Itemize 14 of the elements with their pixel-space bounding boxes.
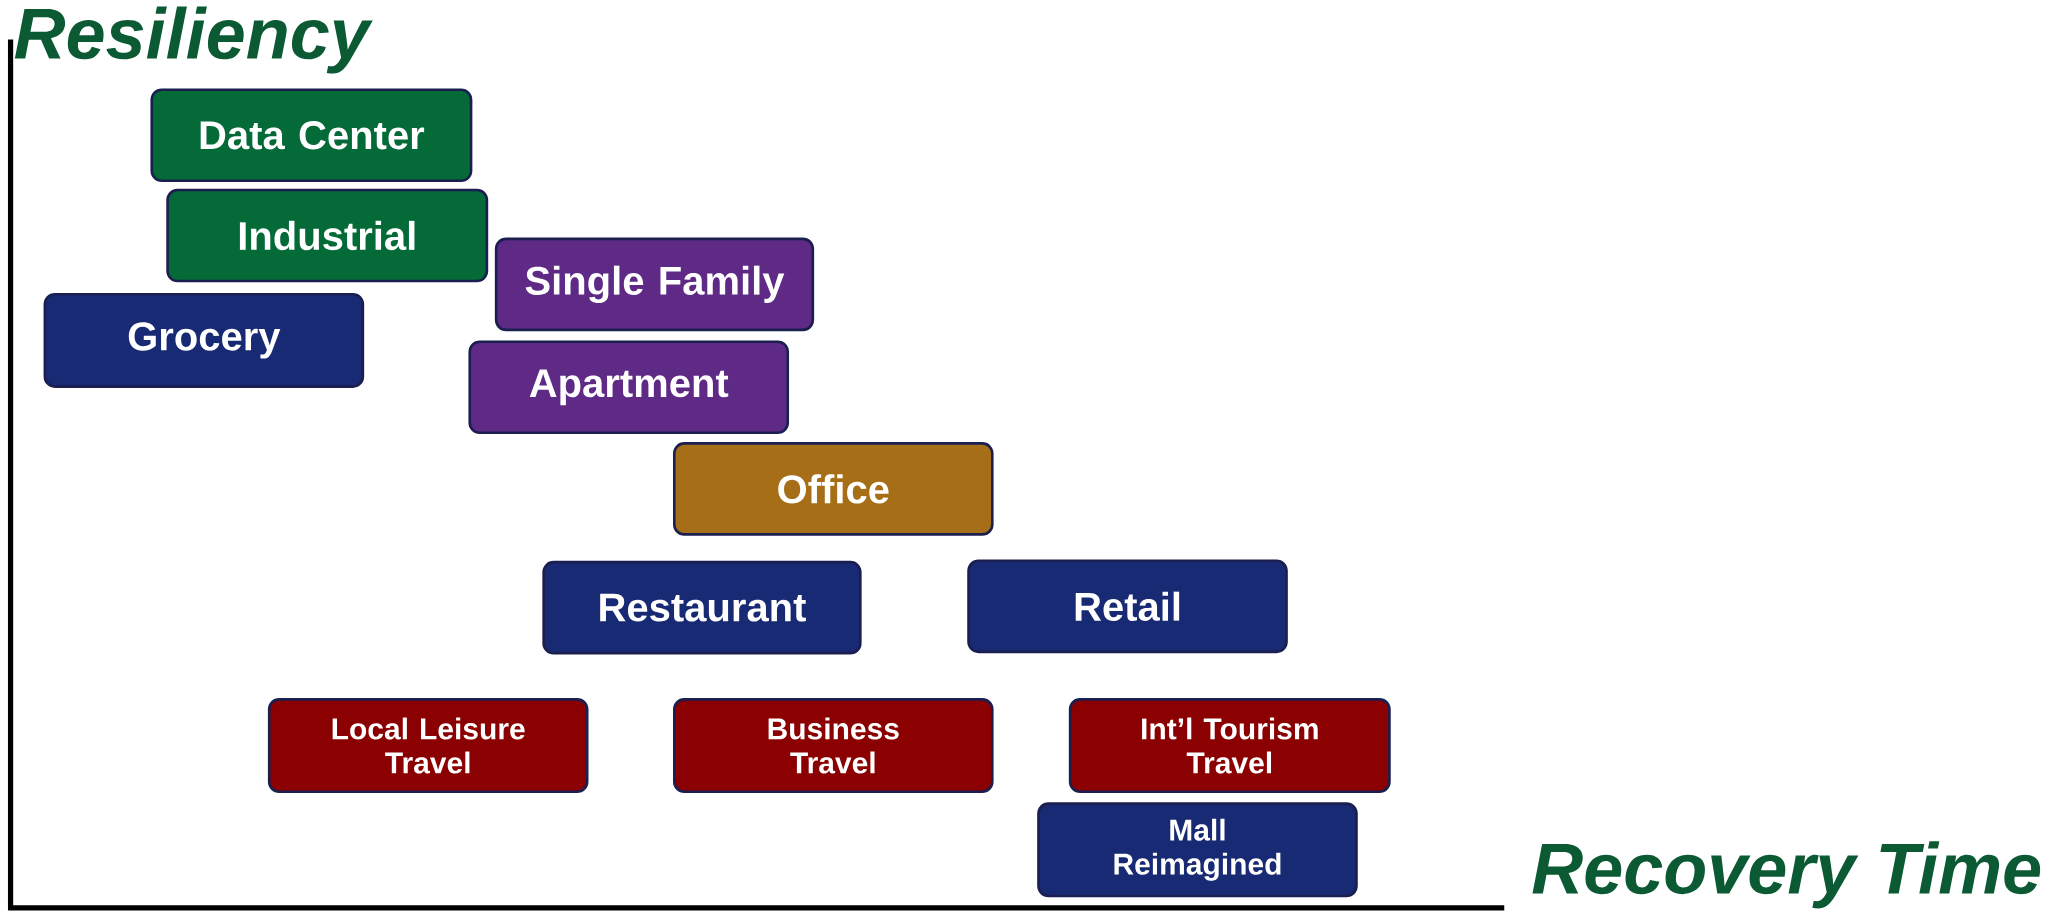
category-box: Restaurant xyxy=(542,560,862,655)
axis-title: Recovery Time xyxy=(1532,841,2041,909)
category-box: Industrial xyxy=(166,188,489,283)
category-box: Local Leisure Travel xyxy=(267,698,589,793)
category-box: Apartment xyxy=(468,340,790,435)
category-box: Retail xyxy=(967,559,1288,654)
category-box: Grocery xyxy=(43,292,365,388)
category-box: Business Travel xyxy=(673,698,994,793)
axis-title: Resiliency xyxy=(14,6,373,74)
category-box: Office xyxy=(673,442,994,536)
category-box: Mall Reimagined xyxy=(1037,802,1358,898)
category-box: Single Family xyxy=(494,237,815,332)
category-box: Int’l Tourism Travel xyxy=(1068,698,1391,793)
category-box: Data Center xyxy=(150,88,473,183)
